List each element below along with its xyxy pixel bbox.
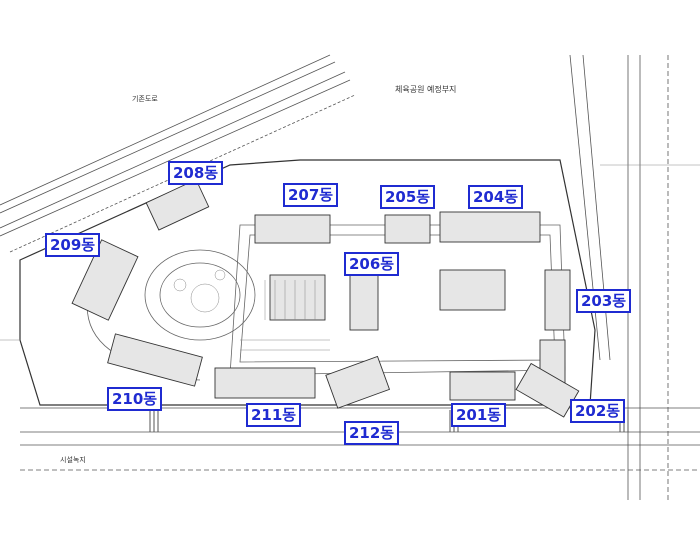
- building-label-202: 202동: [570, 399, 626, 423]
- building-label-203: 203동: [576, 289, 632, 313]
- building-label-210: 210동: [107, 387, 163, 411]
- site-boundary: [19, 159, 596, 406]
- diagonal-road: [0, 54, 356, 253]
- building-blocks: [71, 178, 580, 418]
- building-label-201: 201동: [451, 403, 507, 427]
- building-label-206: 206동: [344, 252, 400, 276]
- existing-road-label: 기존도로: [132, 95, 158, 103]
- building-label-205: 205동: [380, 185, 436, 209]
- building-label-211: 211동: [246, 403, 302, 427]
- site-details: [0, 164, 700, 351]
- building-label-208: 208동: [168, 161, 224, 185]
- facility-green-label: 시설녹지: [60, 456, 86, 464]
- park-site-label: 체육공원 예정부지: [395, 85, 457, 94]
- building-label-209: 209동: [45, 233, 101, 257]
- building-label-212: 212동: [344, 421, 400, 445]
- building-label-204: 204동: [468, 185, 524, 209]
- building-label-207: 207동: [283, 183, 339, 207]
